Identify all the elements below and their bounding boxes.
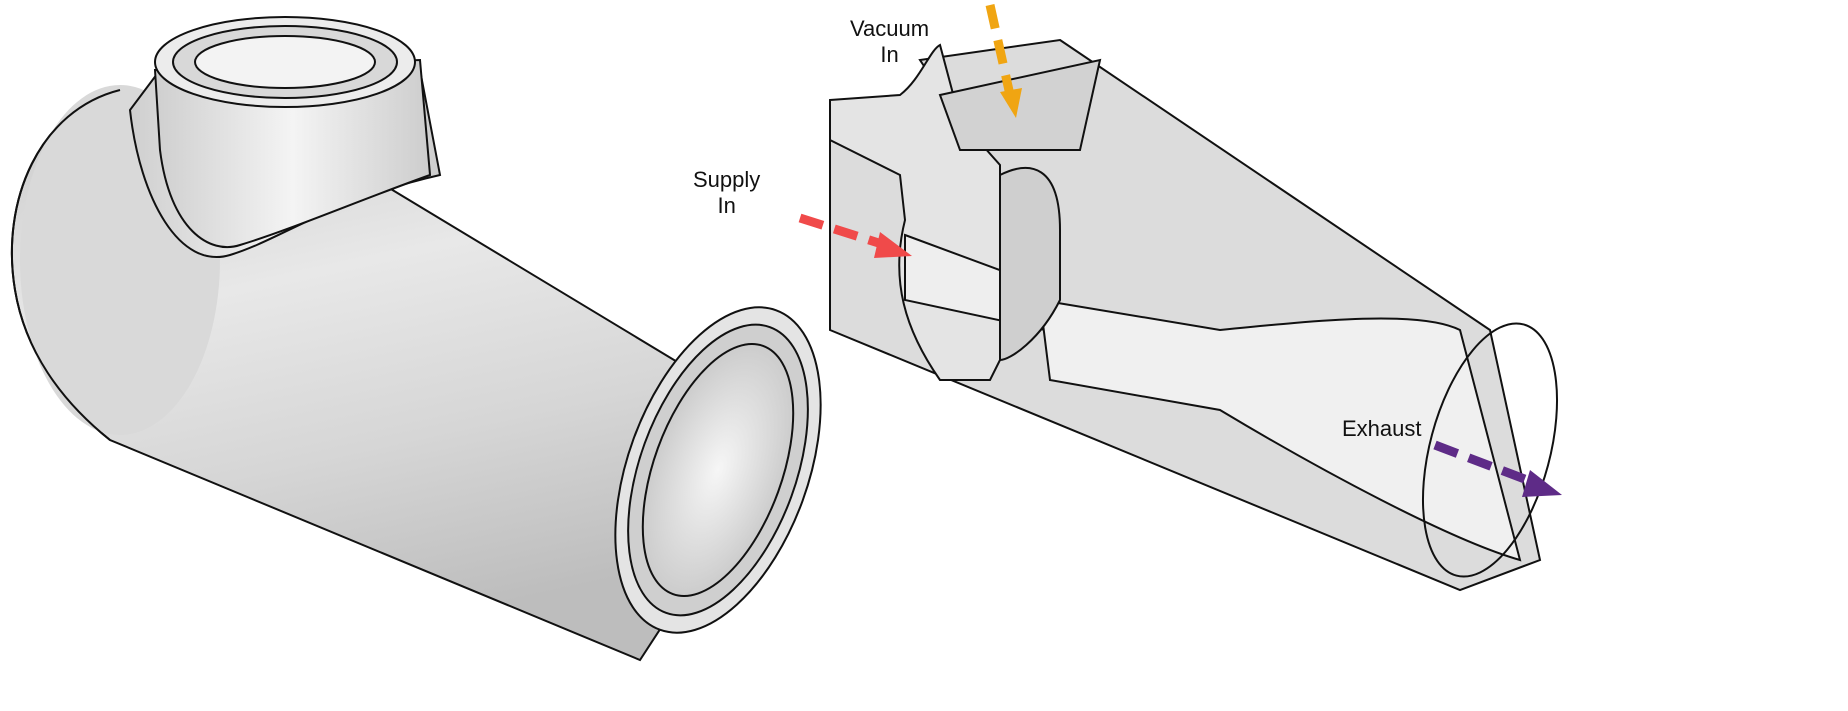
vacuum-label-line1: Vacuum xyxy=(850,16,930,41)
vacuum-label-line2: In xyxy=(880,42,899,67)
exhaust-arrowhead xyxy=(1522,470,1562,497)
supply-label-line2: In xyxy=(717,193,736,218)
outlet-bore xyxy=(641,343,795,597)
supply-label-line1: Supply xyxy=(693,167,761,192)
vacuum-arrowhead xyxy=(1000,88,1022,118)
ejector-section xyxy=(829,38,1559,592)
exhaust-rim xyxy=(1421,322,1559,578)
supply-in-label: Supply In xyxy=(693,167,760,219)
exhaust-arrow xyxy=(1433,440,1562,497)
suction-port xyxy=(999,167,1061,362)
exhaust-label: Exhaust xyxy=(1342,416,1422,441)
neck-bore xyxy=(194,35,376,89)
supply-arrowhead xyxy=(874,232,912,258)
neck xyxy=(153,58,432,249)
supply-in-arrow xyxy=(798,213,912,258)
diffuser-bore xyxy=(1038,298,1522,562)
ejector-exterior xyxy=(10,16,822,662)
vacuum-in-label: Vacuum In xyxy=(850,16,929,68)
vacuum-in-arrow xyxy=(985,4,1022,118)
vacuum-chamber xyxy=(938,58,1102,151)
